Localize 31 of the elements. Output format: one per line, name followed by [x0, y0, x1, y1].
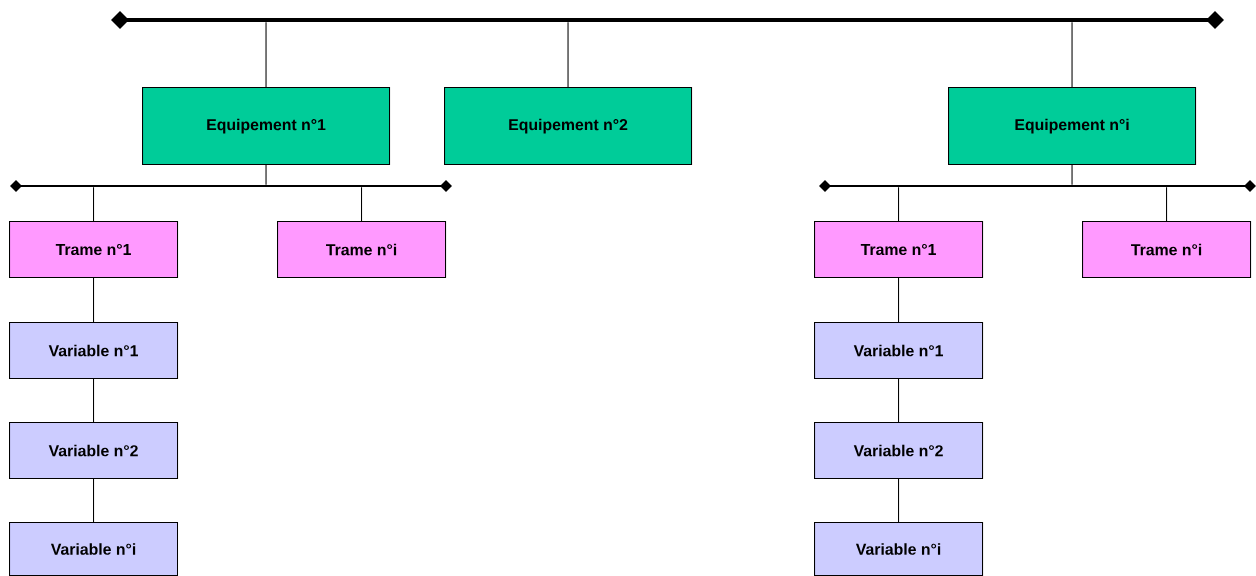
connector-line: [898, 186, 900, 222]
connector-line: [1166, 186, 1168, 222]
connector-line: [93, 277, 95, 323]
bus-line: [111, 11, 1224, 29]
box: Variable n°2: [814, 422, 984, 480]
box: Trame n°1: [814, 221, 984, 279]
connector-line: [1071, 164, 1073, 186]
box: Equipement n°2: [444, 87, 693, 166]
connector-line: [93, 378, 95, 423]
box: Variable n°1: [814, 322, 984, 380]
connector-line: [567, 21, 569, 88]
connector-line: [361, 186, 363, 222]
box: Variable n°i: [814, 522, 984, 576]
box: Trame n°i: [277, 221, 447, 279]
bus-line: [10, 180, 452, 192]
box: Equipement n°1: [142, 87, 391, 166]
connector-line: [1071, 21, 1073, 88]
box: Variable n°1: [9, 322, 179, 380]
connector-line: [93, 186, 95, 222]
connector-line: [265, 164, 267, 186]
connector-line: [898, 277, 900, 323]
box: Variable n°i: [9, 522, 179, 576]
connector-line: [93, 478, 95, 523]
box: Variable n°2: [9, 422, 179, 480]
bus-line: [819, 180, 1256, 192]
box: Trame n°1: [9, 221, 179, 279]
connector-line: [898, 478, 900, 523]
box: Trame n°i: [1082, 221, 1252, 279]
connector-line: [898, 378, 900, 423]
connector-line: [265, 21, 267, 88]
box: Equipement n°i: [948, 87, 1197, 166]
